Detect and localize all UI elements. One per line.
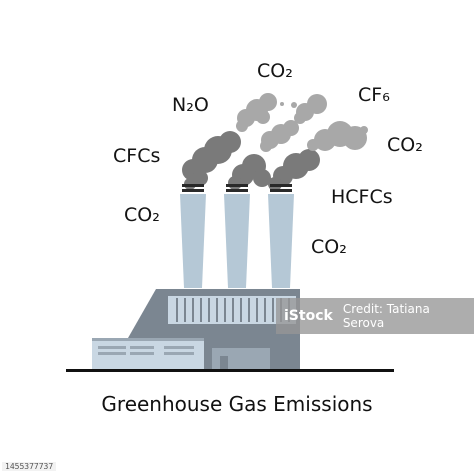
smoke-puff-far-right <box>307 121 368 151</box>
smokestack-right <box>268 184 294 288</box>
gas-label-co2-top: CO₂ <box>257 60 293 82</box>
caption-title: Greenhouse Gas Emissions <box>101 392 373 416</box>
gas-label-cfcs: CFCs <box>113 145 161 167</box>
smoke-cloud-left <box>182 131 241 190</box>
watermark-credit: Credit: Tatiana Serova <box>342 302 430 330</box>
gas-label-cf6: CF₆ <box>358 84 390 106</box>
factory-building <box>92 289 300 370</box>
gas-label-co2-bottom: CO₂ <box>311 236 347 258</box>
ground-line <box>66 369 394 372</box>
watermark-banner: iStock Credit: Tatiana Serova <box>276 298 474 334</box>
watermark-brand: iStock <box>284 308 333 324</box>
smoke-puff-upper-left <box>236 93 277 132</box>
photo-id: 1455377737 <box>2 462 57 471</box>
gas-label-co2-right: CO₂ <box>387 134 423 156</box>
smokestack-left <box>180 184 206 288</box>
smokestack-middle <box>224 184 250 288</box>
gas-label-co2-left: CO₂ <box>124 204 160 226</box>
gas-label-n2o: N₂O <box>172 94 209 116</box>
smoke-puff-upper-right <box>280 94 327 124</box>
smoke-puff-center <box>260 120 299 152</box>
gas-label-hcfcs: HCFCs <box>331 186 393 208</box>
